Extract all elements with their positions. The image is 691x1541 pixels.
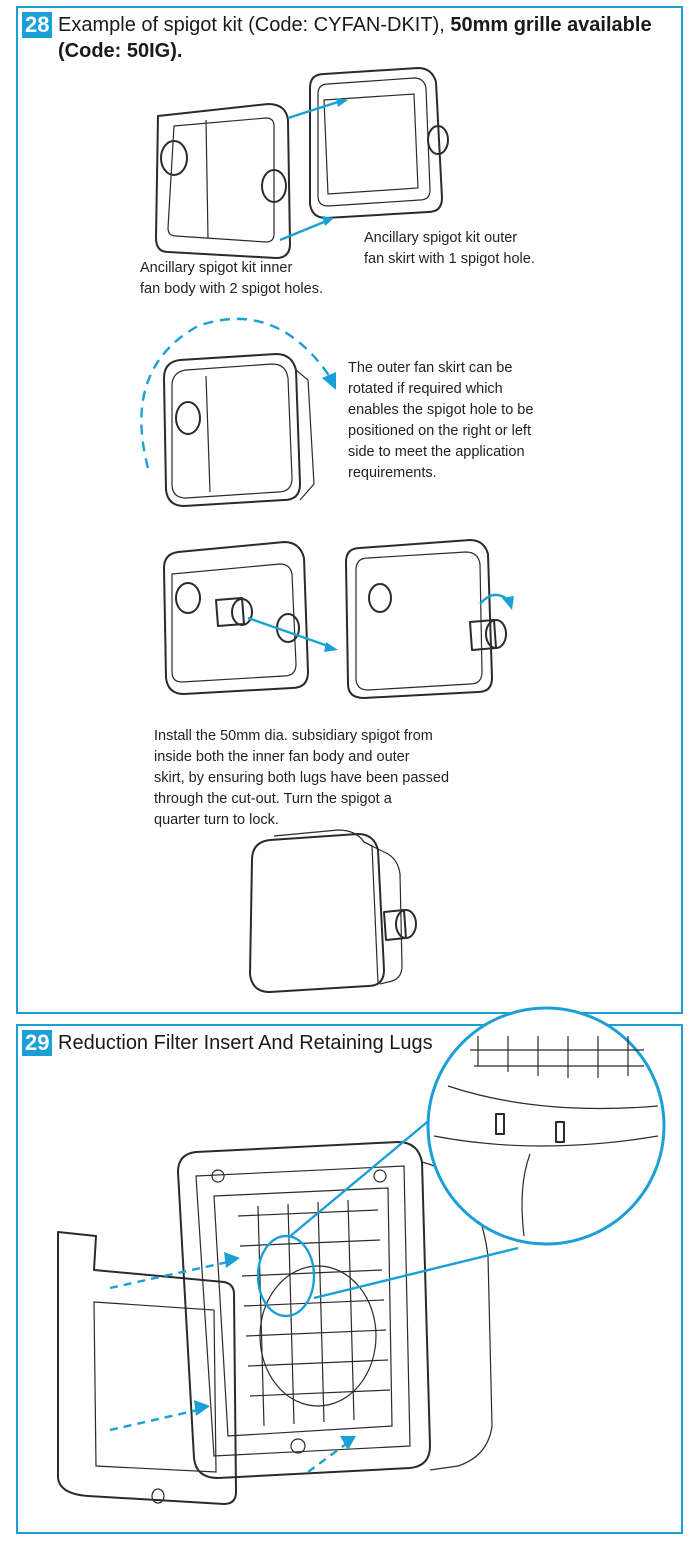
filter-insert-illustration [57, 1006, 666, 1505]
caption-inner-fan-body: Ancillary spigot kit inner fan body with… [140, 260, 323, 297]
section-28-panel: 28 Example of spigot kit (Code: CYFAN-DK… [16, 6, 683, 1014]
title-regular: Example of spigot kit (Code: CYFAN-DKIT)… [58, 14, 451, 36]
caption-install-spigot: Install the 50mm dia. subsidiary spigot … [154, 728, 450, 828]
assembled-fan-drawing [249, 829, 417, 993]
section-title: Reduction Filter Insert And Retaining Lu… [58, 1032, 433, 1054]
section-number: 29 [22, 1030, 53, 1056]
fan-rear-drawing [177, 1141, 493, 1479]
section-title: Example of spigot kit (Code: CYFAN-DKIT)… [58, 12, 658, 64]
section-29-panel: 29 Reduction Filter Insert And Retaining… [16, 1006, 683, 1534]
caption-outer-fan-skirt: Ancillary spigot kit outer fan skirt wit… [364, 230, 535, 267]
retaining-lugs-zoom-drawing [426, 1006, 666, 1246]
inner-fan-body-drawing [155, 103, 291, 259]
body-with-spigot-drawing [163, 541, 309, 695]
section-number: 28 [22, 12, 53, 38]
outer-fan-skirt-drawing [309, 67, 449, 219]
title-bold: 50mm grille available (Code: 50IG). [58, 14, 652, 62]
caption-rotate-skirt: The outer fan skirt can be rotated if re… [348, 360, 534, 481]
rotating-skirt-drawing [163, 353, 315, 507]
reduction-filter-insert-drawing [57, 1231, 237, 1505]
spigot-kit-illustrations [140, 67, 514, 993]
skirt-with-spigot-drawing [345, 539, 507, 699]
